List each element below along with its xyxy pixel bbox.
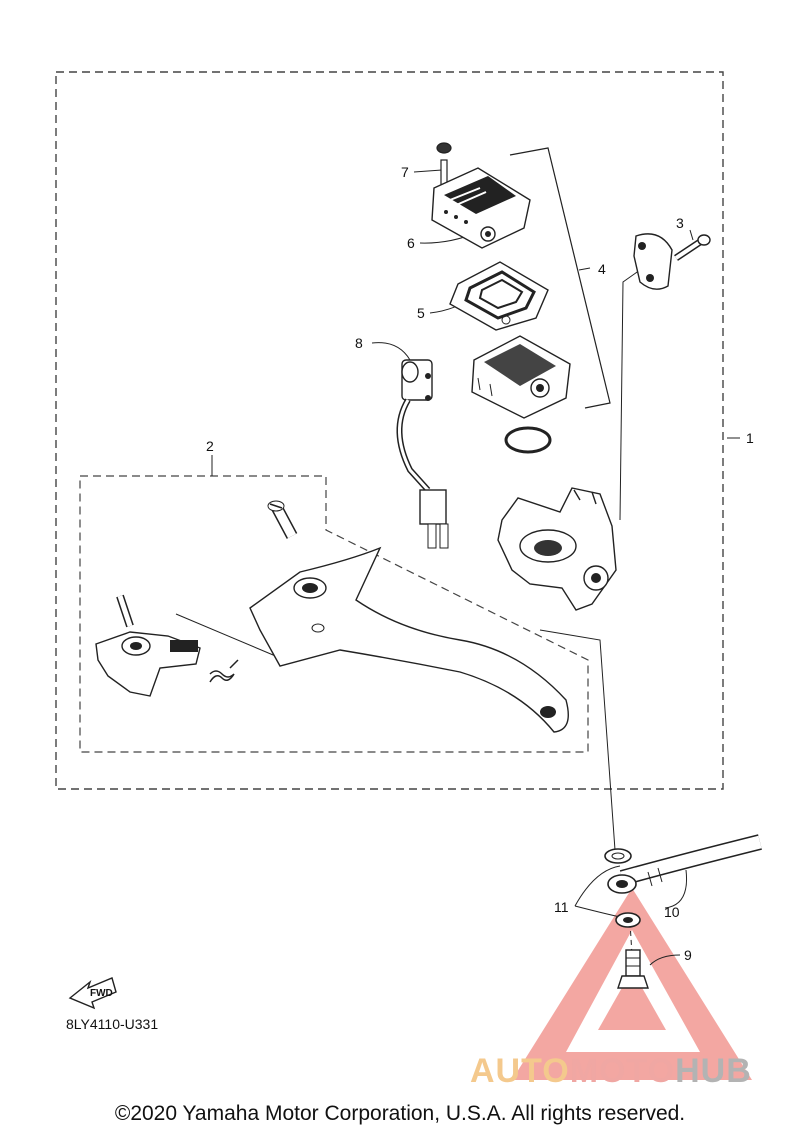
watermark-triangle bbox=[512, 888, 752, 1080]
o-ring bbox=[504, 426, 552, 454]
watermark-logo: AUTOMOTOHUB bbox=[470, 1052, 752, 1091]
callout-11: 11 bbox=[554, 899, 569, 915]
callout-7: 7 bbox=[401, 164, 409, 180]
callout-1: 1 bbox=[746, 430, 754, 446]
brake-hose-10 bbox=[607, 834, 762, 894]
bracket-4 bbox=[509, 147, 611, 409]
assembly-1-boundary bbox=[55, 71, 724, 790]
lever-adjuster bbox=[95, 594, 201, 697]
copyright-notice: ©2020 Yamaha Motor Corporation, U.S.A. A… bbox=[114, 1102, 686, 1125]
fwd-arrow-icon: FWD bbox=[68, 977, 117, 1010]
leader-lines bbox=[175, 169, 740, 966]
callout-5: 5 bbox=[417, 305, 425, 321]
watermark-part-b: MOTO bbox=[569, 1052, 676, 1090]
reservoir-cap-6 bbox=[431, 167, 531, 249]
callout-6: 6 bbox=[407, 235, 415, 251]
watermark-part-c: HUB bbox=[675, 1052, 752, 1090]
callout-9: 9 bbox=[684, 947, 692, 963]
washer-11-upper bbox=[604, 848, 632, 864]
drawing-code: 8LY4110-U331 bbox=[66, 1016, 159, 1032]
callout-2: 2 bbox=[206, 438, 214, 454]
washer-11-lower bbox=[615, 912, 641, 928]
master-cylinder bbox=[497, 487, 617, 611]
bolt-3 bbox=[674, 234, 711, 261]
callout-8: 8 bbox=[355, 335, 363, 351]
return-spring bbox=[209, 659, 239, 683]
callout-3: 3 bbox=[676, 215, 684, 231]
brake-switch-8 bbox=[396, 359, 449, 549]
diaphragm-5 bbox=[449, 261, 549, 331]
fwd-label: FWD bbox=[90, 988, 113, 999]
watermark-part-a: AUTO bbox=[470, 1052, 570, 1090]
screw-7 bbox=[436, 142, 452, 191]
callout-10: 10 bbox=[664, 904, 680, 920]
callout-4: 4 bbox=[598, 261, 606, 277]
pivot-bolt bbox=[267, 500, 298, 539]
assembly-2-boundary bbox=[79, 475, 589, 753]
brake-lever bbox=[249, 546, 569, 733]
union-bolt-9 bbox=[617, 949, 649, 989]
reservoir-4 bbox=[471, 335, 571, 419]
handlebar-clamp bbox=[633, 233, 673, 290]
